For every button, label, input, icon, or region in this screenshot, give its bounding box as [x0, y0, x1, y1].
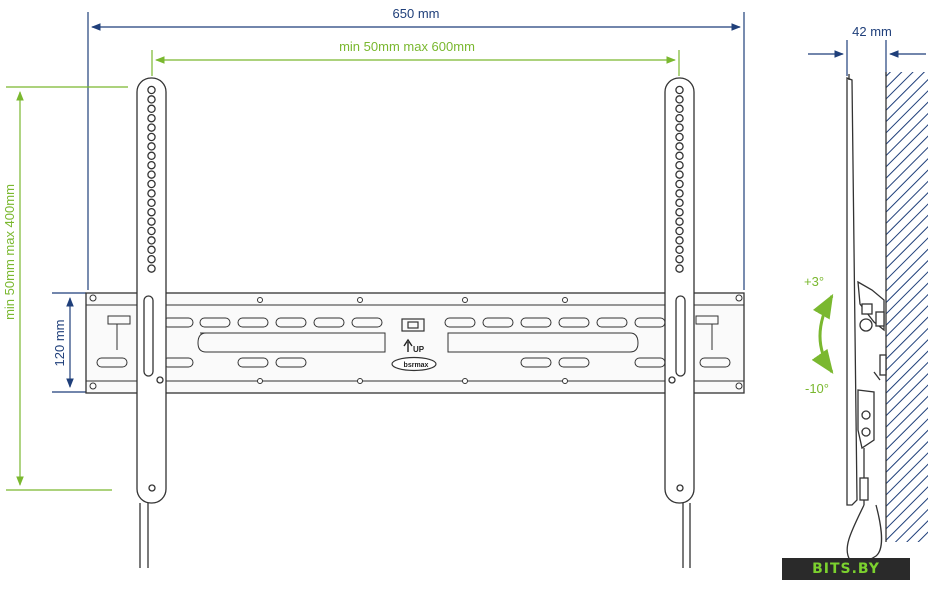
rail-height-label: 120 mm: [52, 320, 67, 367]
wall-section: [885, 72, 928, 542]
level-buckle: [401, 318, 425, 332]
mounting-hole-left: [147, 207, 156, 217]
depth-dimension: 42 mm: [808, 24, 926, 76]
mounting-hole-right: [675, 104, 684, 114]
mounting-hole-left: [147, 95, 156, 104]
mounting-hole-left: [147, 85, 156, 95]
mounting-hole-left: [147, 189, 156, 198]
mounting-hole-right: [675, 226, 684, 236]
mounting-hole-left: [147, 226, 156, 236]
up-arrow-icon: [403, 338, 413, 352]
mounting-hole-right: [675, 179, 684, 189]
mounting-hole-left: [147, 217, 156, 226]
mounting-hole-left: [147, 170, 156, 179]
mounting-hole-right: [675, 113, 684, 123]
tilt-up-label: +3°: [804, 274, 824, 289]
vertical-vesa-label: min 50mm max 400mm: [2, 184, 17, 320]
mounting-hole-right: [675, 198, 684, 208]
mounting-hole-right: [675, 151, 684, 161]
mounting-hole-left: [147, 113, 156, 123]
tv-panel-profile: [846, 74, 887, 564]
mounting-hole-right: [675, 189, 684, 198]
brand-logo-badge: bsrmax: [391, 356, 437, 372]
mounting-hole-left: [147, 245, 156, 255]
mounting-hole-right: [675, 245, 684, 255]
mounting-hole-right: [675, 236, 684, 245]
brand-logo-text: bsrmax: [404, 362, 429, 369]
mounting-hole-right: [675, 207, 684, 217]
mounting-hole-left: [147, 264, 156, 273]
mounting-hole-right: [675, 264, 684, 273]
mounting-hole-left: [147, 132, 156, 142]
horizontal-vesa-dimension: min 50mm max 600mm: [151, 39, 680, 76]
mounting-hole-left: [147, 104, 156, 114]
mounting-hole-left: [147, 236, 156, 245]
depth-label: 42 mm: [852, 24, 892, 39]
tilt-down-label: -10°: [805, 381, 829, 396]
mounting-hole-right: [675, 170, 684, 179]
mounting-hole-left: [147, 179, 156, 189]
watermark-logo: BITS.BY: [782, 558, 910, 580]
mounting-hole-right: [675, 217, 684, 226]
vertical-vesa-dimension: min 50mm max 400mm: [2, 86, 128, 491]
right-vertical-arm: [664, 77, 695, 568]
mounting-hole-right: [675, 95, 684, 104]
overall-width-dimension: 650 mm: [87, 6, 745, 290]
mounting-hole-right: [675, 132, 684, 142]
rail-height-dimension: 120 mm: [52, 292, 86, 393]
tilt-range-indicator: +3° -10°: [804, 274, 834, 396]
mounting-hole-right: [675, 160, 684, 170]
mounting-hole-right: [675, 142, 684, 151]
mounting-hole-left: [147, 123, 156, 132]
left-vertical-arm: [136, 77, 167, 568]
mounting-hole-right: [675, 85, 684, 95]
mounting-hole-left: [147, 254, 156, 264]
up-marker-label: UP: [413, 345, 425, 354]
mounting-hole-left: [147, 160, 156, 170]
mounting-hole-right: [675, 254, 684, 264]
mounting-hole-right: [675, 123, 684, 132]
overall-width-label: 650 mm: [393, 6, 440, 21]
wall-plate: [85, 292, 745, 394]
mounting-hole-left: [147, 198, 156, 208]
mounting-hole-left: [147, 151, 156, 161]
horizontal-vesa-label: min 50mm max 600mm: [339, 39, 475, 54]
mounting-hole-left: [147, 142, 156, 151]
